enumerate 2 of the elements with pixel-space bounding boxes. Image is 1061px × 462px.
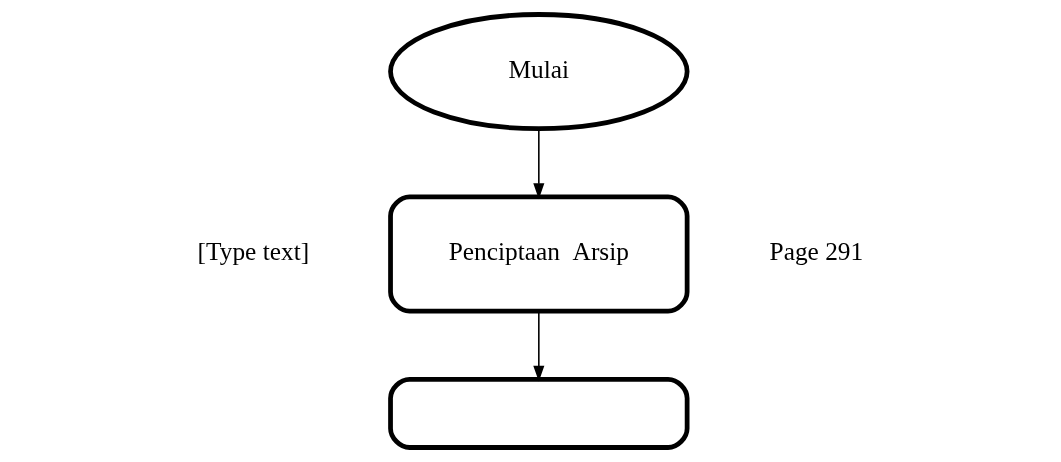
label: Page 291 bbox=[769, 237, 864, 266]
label: [Type text] bbox=[197, 237, 310, 266]
